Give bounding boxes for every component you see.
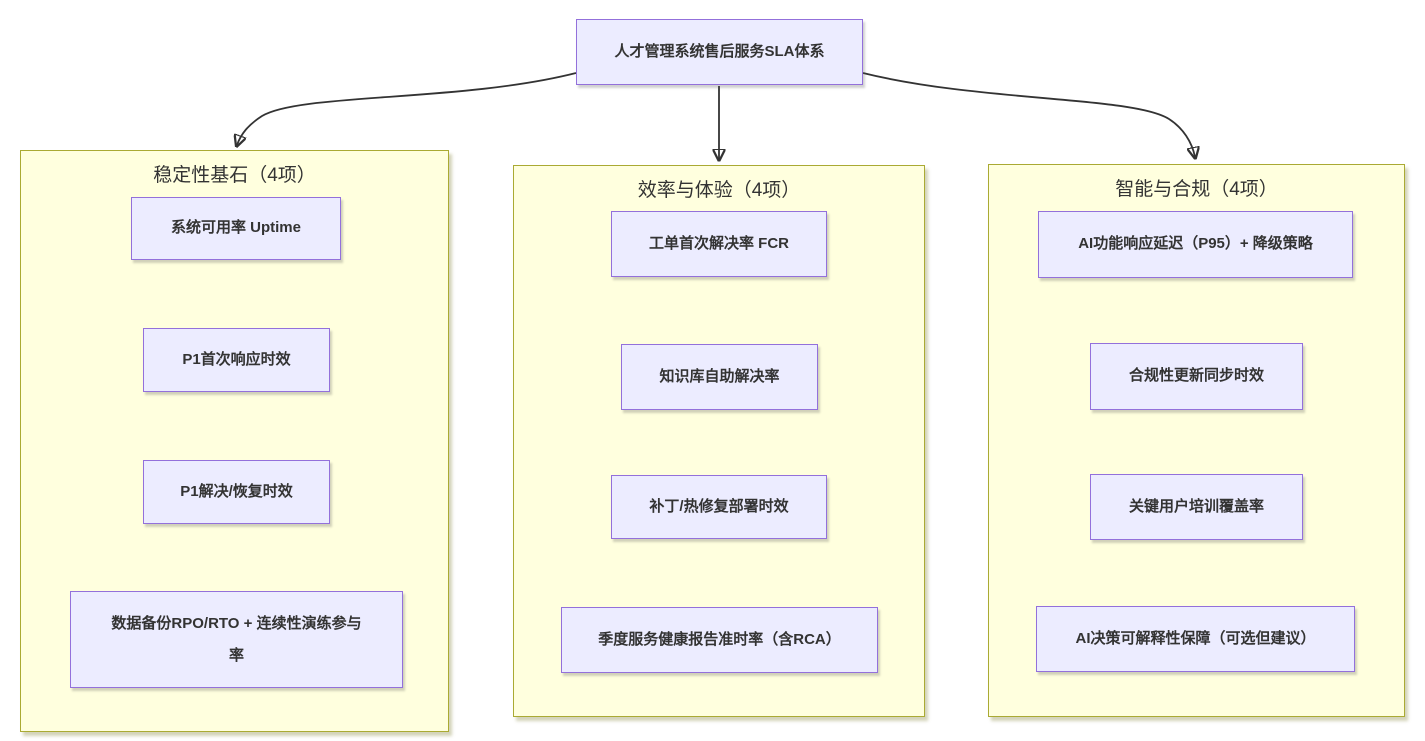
kpi-node: 关键用户培训覆盖率 [1090, 474, 1303, 540]
kpi-node: P1首次响应时效 [143, 328, 330, 392]
kpi-node: 合规性更新同步时效 [1090, 343, 1303, 410]
edge-root-to-intelligence [862, 72, 1195, 157]
kpi-node: 季度服务健康报告准时率（含RCA） [561, 607, 878, 673]
root-node-label: 人才管理系统售后服务SLA体系 [614, 42, 825, 60]
kpi-node-label: 关键用户培训覆盖率 [1128, 497, 1264, 515]
cluster-efficiency-title: 效率与体验（4项） [637, 180, 801, 201]
kpi-node-label: P1解决/恢复时效 [180, 482, 293, 500]
edge-root-to-stability [237, 72, 577, 145]
kpi-node: AI功能响应延迟（P95）+ 降级策略 [1038, 211, 1353, 278]
cluster-stability-title: 稳定性基石（4项） [153, 165, 316, 186]
cluster-intelligence-title: 智能与合规（4项） [1115, 179, 1278, 200]
kpi-node-label: 工单首次解决率 FCR [649, 234, 789, 252]
kpi-node: 系统可用率 Uptime [131, 197, 341, 260]
kpi-node-label: AI功能响应延迟（P95）+ 降级策略 [1078, 235, 1313, 253]
kpi-node-label: 系统可用率 Uptime [170, 219, 301, 237]
kpi-node: 工单首次解决率 FCR [611, 211, 827, 277]
kpi-node-label: 知识库自助解决率 [659, 367, 780, 385]
kpi-node: 数据备份RPO/RTO + 连续性演练参与率 [70, 591, 403, 688]
kpi-node: P1解决/恢复时效 [143, 460, 330, 524]
kpi-node-label: 季度服务健康报告准时率（含RCA） [598, 630, 841, 648]
kpi-node-label: 合规性更新同步时效 [1128, 367, 1264, 385]
kpi-node-label: 数据备份RPO/RTO + 连续性演练参与率 [111, 615, 362, 664]
kpi-node-label: P1首次响应时效 [182, 350, 291, 368]
kpi-node-label: 补丁/热修复部署时效 [649, 497, 789, 515]
kpi-node: 补丁/热修复部署时效 [611, 475, 827, 539]
kpi-node: AI决策可解释性保障（可选但建议） [1036, 606, 1355, 672]
kpi-node-label: AI决策可解释性保障（可选但建议） [1075, 629, 1316, 647]
kpi-node: 知识库自助解决率 [621, 344, 818, 410]
root-node: 人才管理系统售后服务SLA体系 [576, 19, 863, 85]
